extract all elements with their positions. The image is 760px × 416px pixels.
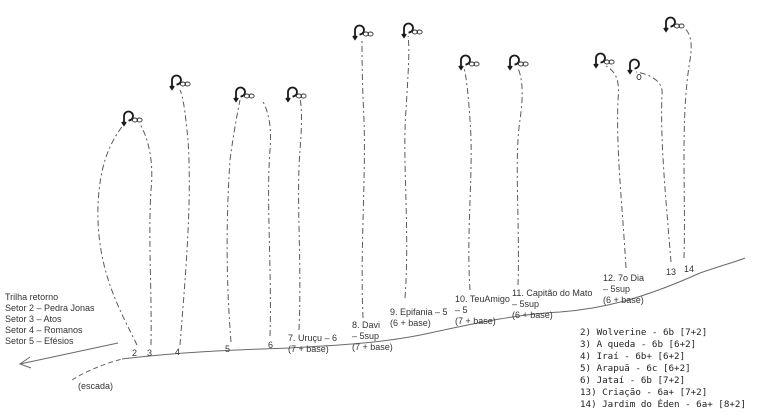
trail-line: Setor 3 – Atos xyxy=(5,314,62,324)
route-8-label: 8. Davi xyxy=(352,320,380,330)
route-9-bolts: (6 + base) xyxy=(390,318,431,328)
anchor-icon xyxy=(401,22,424,38)
trail-info: Trilha retorno Setor 2 – Pedra Jonas Set… xyxy=(5,292,113,391)
route-14-line xyxy=(683,27,692,259)
route-9-line xyxy=(404,35,410,299)
legend-item: 14) Jardim do Éden - 6a+ [8+2] xyxy=(580,398,746,410)
route-number: 14 xyxy=(684,264,694,274)
anchor-icon xyxy=(593,52,615,68)
route-number: 13 xyxy=(666,267,676,277)
trail-line: Setor 4 – Romanos xyxy=(5,325,83,335)
route-13-line xyxy=(635,71,672,263)
route-12-bolts: (6 + base) xyxy=(603,295,644,305)
route-7-line xyxy=(298,97,302,331)
route-12-grade: – 5sup xyxy=(603,284,630,294)
route-10-bolts: (7 + base) xyxy=(455,316,496,326)
route-number: 2 xyxy=(132,348,137,358)
route-legend: 2) Wolverine - 6b [7+2] 3) A queda - 6b … xyxy=(580,327,746,410)
anchor-icon xyxy=(352,24,375,40)
route-8-line xyxy=(361,37,365,319)
route-5-line xyxy=(226,99,241,343)
legend-item: 5) Arapuã - 6c [6+2] xyxy=(580,363,691,374)
route-6-line xyxy=(261,99,271,337)
route-11-bolts: (6 + base) xyxy=(512,310,553,320)
route-number: 6 xyxy=(268,340,273,350)
route-11-grade: – 5sup xyxy=(512,299,539,309)
route-12-label: 12. 7o Dia xyxy=(603,273,644,283)
route-12-line xyxy=(605,65,627,269)
anchor-icon xyxy=(285,86,308,102)
return-trail-arrowhead xyxy=(18,356,32,369)
anchor-icon xyxy=(458,54,481,70)
return-trail-arrow xyxy=(19,342,119,365)
legend-item: 13) Criação - 6a+ [7+2] xyxy=(580,387,707,398)
ground-line xyxy=(121,257,746,360)
route-11-label: 11. Capitão do Mato xyxy=(512,288,592,298)
route-number: 3 xyxy=(147,348,152,358)
route-numbers: 2 3 4 5 6 13 14 xyxy=(132,264,694,358)
ground-line-dashed xyxy=(71,358,123,381)
trail-line: Setor 2 – Pedra Jonas xyxy=(5,303,95,313)
legend-item: 3) A queda - 6b [6+2] xyxy=(580,339,696,350)
route-7-label: 7. Uruçu – 6 xyxy=(288,333,337,343)
legend-item: 2) Wolverine - 6b [7+2] xyxy=(580,327,707,338)
route-7-grade: (7 + base) xyxy=(288,344,329,354)
trail-line: Setor 5 – Efésios xyxy=(5,336,74,346)
route-number: 4 xyxy=(175,347,180,357)
anchor-icon xyxy=(627,58,642,81)
anchor-icon xyxy=(233,86,256,102)
anchor-icon xyxy=(507,54,529,70)
anchor-icon xyxy=(121,110,144,126)
route-number: 5 xyxy=(225,344,230,354)
anchors xyxy=(121,16,685,126)
route-10-line xyxy=(463,67,472,291)
route-3-line xyxy=(139,123,153,346)
route-labels: 7. Uruçu – 6 (7 + base) 8. Davi – 5sup (… xyxy=(288,273,644,354)
anchor-icon xyxy=(663,16,685,32)
legend-item: 4) Iraí - 6b+ [6+2] xyxy=(580,351,685,362)
route-10-grade: – 5 xyxy=(455,305,468,315)
route-9-label: 9. Epifania – 5 xyxy=(390,307,448,317)
route-10-label: 10. TeuAmigo xyxy=(455,294,510,304)
route-lines xyxy=(97,27,692,346)
route-8-bolts: (7 + base) xyxy=(352,342,393,352)
anchor-icon xyxy=(169,74,192,90)
route-8-grade: – 5sup xyxy=(352,331,379,341)
trail-line: Trilha retorno xyxy=(5,292,58,302)
legend-item: 6) Jataí - 6b [7+2] xyxy=(580,375,685,386)
route-11-line xyxy=(516,67,523,286)
route-4-line xyxy=(179,89,190,346)
route-2-line xyxy=(97,123,138,346)
stairs-label: (escada) xyxy=(78,381,113,391)
